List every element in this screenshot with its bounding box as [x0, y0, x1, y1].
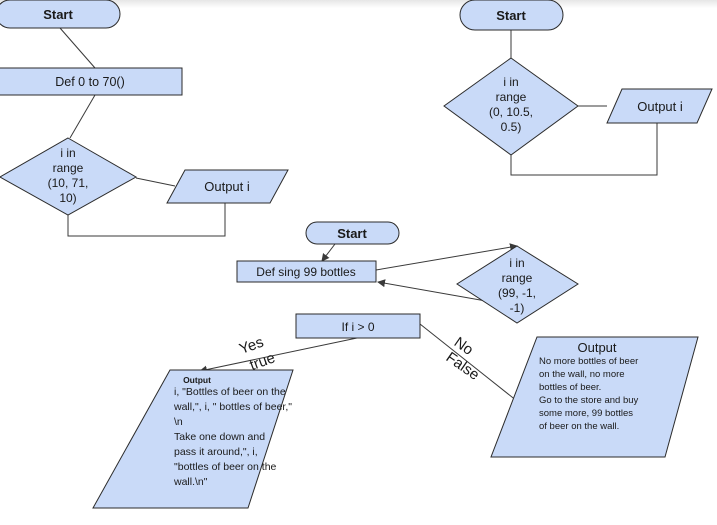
fc1-def-label: Def 0 to 70(): [55, 75, 124, 89]
fc1-decision-line-4: 10): [59, 191, 76, 205]
fc2-start-terminal: [459, 0, 564, 31]
fc3-output-no: [490, 336, 699, 458]
fc1-start-label: Start: [43, 7, 73, 22]
fc3-def-label: Def sing 99 bottles: [256, 265, 355, 279]
fc2-decision-line-4: 0.5): [501, 120, 522, 134]
fc3-output-no-line-5: some more, 99 bottles: [539, 408, 633, 419]
fc3-output-no-line-1: No more bottles of beer: [539, 356, 638, 367]
flowchart-1: Start Def 0 to 70() i in range (10, 71, …: [0, 0, 289, 237]
fc3-yes-arrow: [199, 337, 358, 374]
fc2-decision-line-2: range: [496, 90, 527, 104]
fc1-decision-line-1: i in: [60, 146, 75, 160]
fc2-decision-line-1: i in: [503, 75, 518, 89]
flowchart-2: Start i in range (0, 10.5, 0.5) Output i: [443, 0, 713, 176]
fc1-loop-line: [67, 203, 226, 237]
flowchart-3: Start Def sing 99 bottles i in range (99…: [92, 221, 699, 509]
fc3-decision-line-3: (99, -1,: [498, 286, 536, 300]
fc3-decision: [456, 245, 579, 324]
fc1-output-label: Output i: [204, 179, 250, 194]
top-shadow: [0, 0, 717, 8]
fc3-output-no-title: Output: [577, 340, 616, 355]
fc3-output-yes-line-4: Take one down and: [174, 431, 265, 443]
fc1-decision-to-output-line: [135, 177, 176, 187]
fc3-no-line: [419, 323, 523, 406]
fc1-decision: [0, 137, 138, 216]
fc2-loop-line: [510, 123, 658, 176]
fc3-output-yes-line-3: \n: [174, 416, 183, 428]
fc3-decision-line-2: range: [502, 271, 533, 285]
fc1-start-to-def-line: [59, 27, 96, 69]
fc2-start-label: Start: [496, 8, 526, 23]
fc2-output-label: Output i: [637, 99, 683, 114]
fc1-def-to-decision-line: [69, 94, 96, 139]
fc3-start-label: Start: [337, 226, 367, 241]
fc3-def-process: [236, 260, 377, 283]
fc3-output-yes-line-6: "bottles of beer on the: [174, 461, 277, 473]
fc1-decision-line-3: (10, 71,: [48, 176, 89, 190]
fc2-decision: [443, 57, 579, 156]
fc3-output-no-line-6: of beer on the wall.: [539, 421, 619, 432]
fc3-output-yes-title: Output: [183, 375, 211, 385]
fc1-def-process: [0, 67, 183, 96]
fc3-output-no-line-3: bottles of beer.: [539, 382, 601, 393]
fc3-output-yes: [92, 369, 294, 509]
fc3-output-yes-line-7: wall.\n": [173, 476, 208, 488]
fc3-start-to-def-arrow: [321, 243, 336, 262]
fc1-output: [166, 169, 289, 204]
fc3-condition-label: If i > 0: [341, 320, 374, 334]
fc3-output-no-line-2: on the wall, no more: [539, 369, 625, 380]
fc3-condition-process: [295, 313, 421, 339]
fc3-def-to-decision-arrow: [375, 243, 518, 271]
fc3-decision-line-1: i in: [509, 256, 524, 270]
fc3-output-yes-line-1: i, "Bottles of beer on the: [174, 386, 286, 398]
fc2-decision-line-3: (0, 10.5,: [489, 105, 533, 119]
fc3-output-yes-line-2: wall,", i, " bottles of beer,": [173, 401, 292, 413]
fc1-decision-line-2: range: [53, 161, 84, 175]
fc3-decision-line-4: -1): [510, 301, 525, 315]
fc1-start-terminal: [0, 0, 121, 29]
fc2-output: [606, 88, 713, 124]
fc3-start-terminal: [305, 221, 400, 245]
fc3-output-no-line-4: Go to the store and buy: [539, 395, 639, 406]
fc3-output-yes-line-5: pass it around,", i,: [174, 446, 258, 458]
